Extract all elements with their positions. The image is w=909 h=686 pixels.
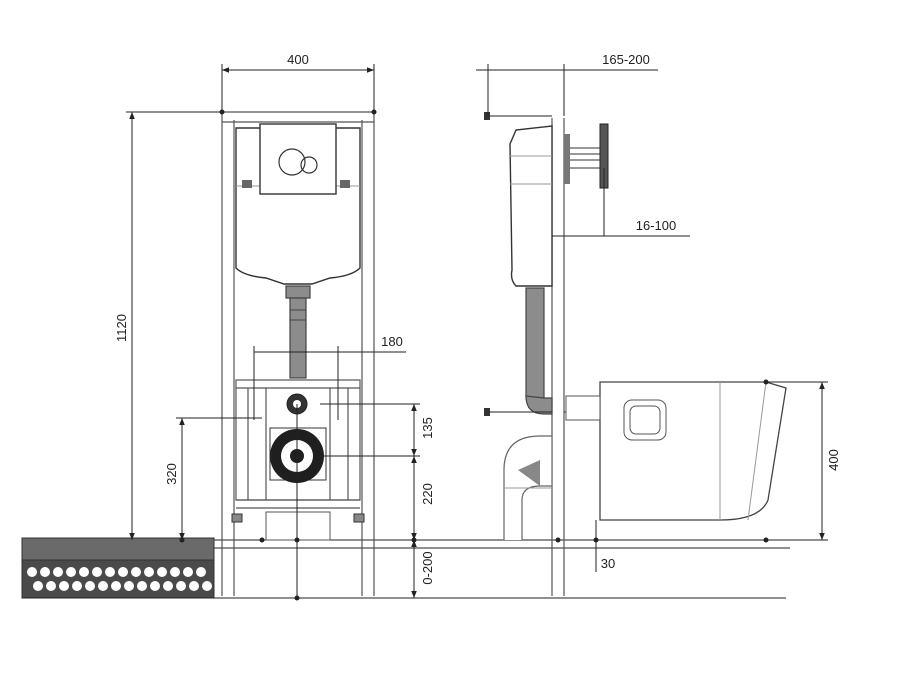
floor-hole [53,567,63,577]
floor-hole [27,567,37,577]
floor-hole [176,581,186,591]
floor-hole [157,567,167,577]
floor-hole [118,567,128,577]
floor-hole [150,581,160,591]
dim-frame-width: 400 [287,52,309,67]
floor-hole [124,581,134,591]
dim-floor-gap: 30 [601,556,615,571]
floor-hole [33,581,43,591]
dim-adjust-depth: 165-200 [602,52,650,67]
floor-hole [46,581,56,591]
flush-button-large [278,148,306,176]
floor-hole [183,567,193,577]
floor-hole [66,567,76,577]
side-view [484,112,787,596]
floor-hole [202,581,212,591]
floor-hole [92,567,102,577]
floor-hole [131,567,141,577]
front-frame [219,109,377,596]
floor-block-holes [27,567,212,591]
floor-hole [196,567,206,577]
floor-hole [144,567,154,577]
dim-wall-thickness: 16-100 [636,218,676,233]
floor-hole [85,581,95,591]
dimensions: 400 165-200 16-100 1120 180 320 135 220 … [114,52,841,601]
floor-block [21,537,215,599]
dim-outlet-to-floor: 220 [420,483,435,505]
floor-hole [72,581,82,591]
dim-flush-spacing: 180 [381,334,403,349]
dim-total-height: 1120 [114,314,129,342]
dim-leg-adjust: 0-200 [420,551,435,584]
floor-hole [105,567,115,577]
floor-hole [98,581,108,591]
floor-hole [40,567,50,577]
dim-bowl-height: 400 [826,449,841,471]
floor-hole [170,567,180,577]
dim-outlet-height: 320 [164,463,179,485]
floor-hole [79,567,89,577]
floor-hole [137,581,147,591]
flush-button-small [300,156,318,174]
floor-hole [59,581,69,591]
flush-plate [259,123,337,195]
floor-hole [111,581,121,591]
floor-hole [189,581,199,591]
dim-inlet-offset: 135 [420,417,435,439]
floor-hole [163,581,173,591]
